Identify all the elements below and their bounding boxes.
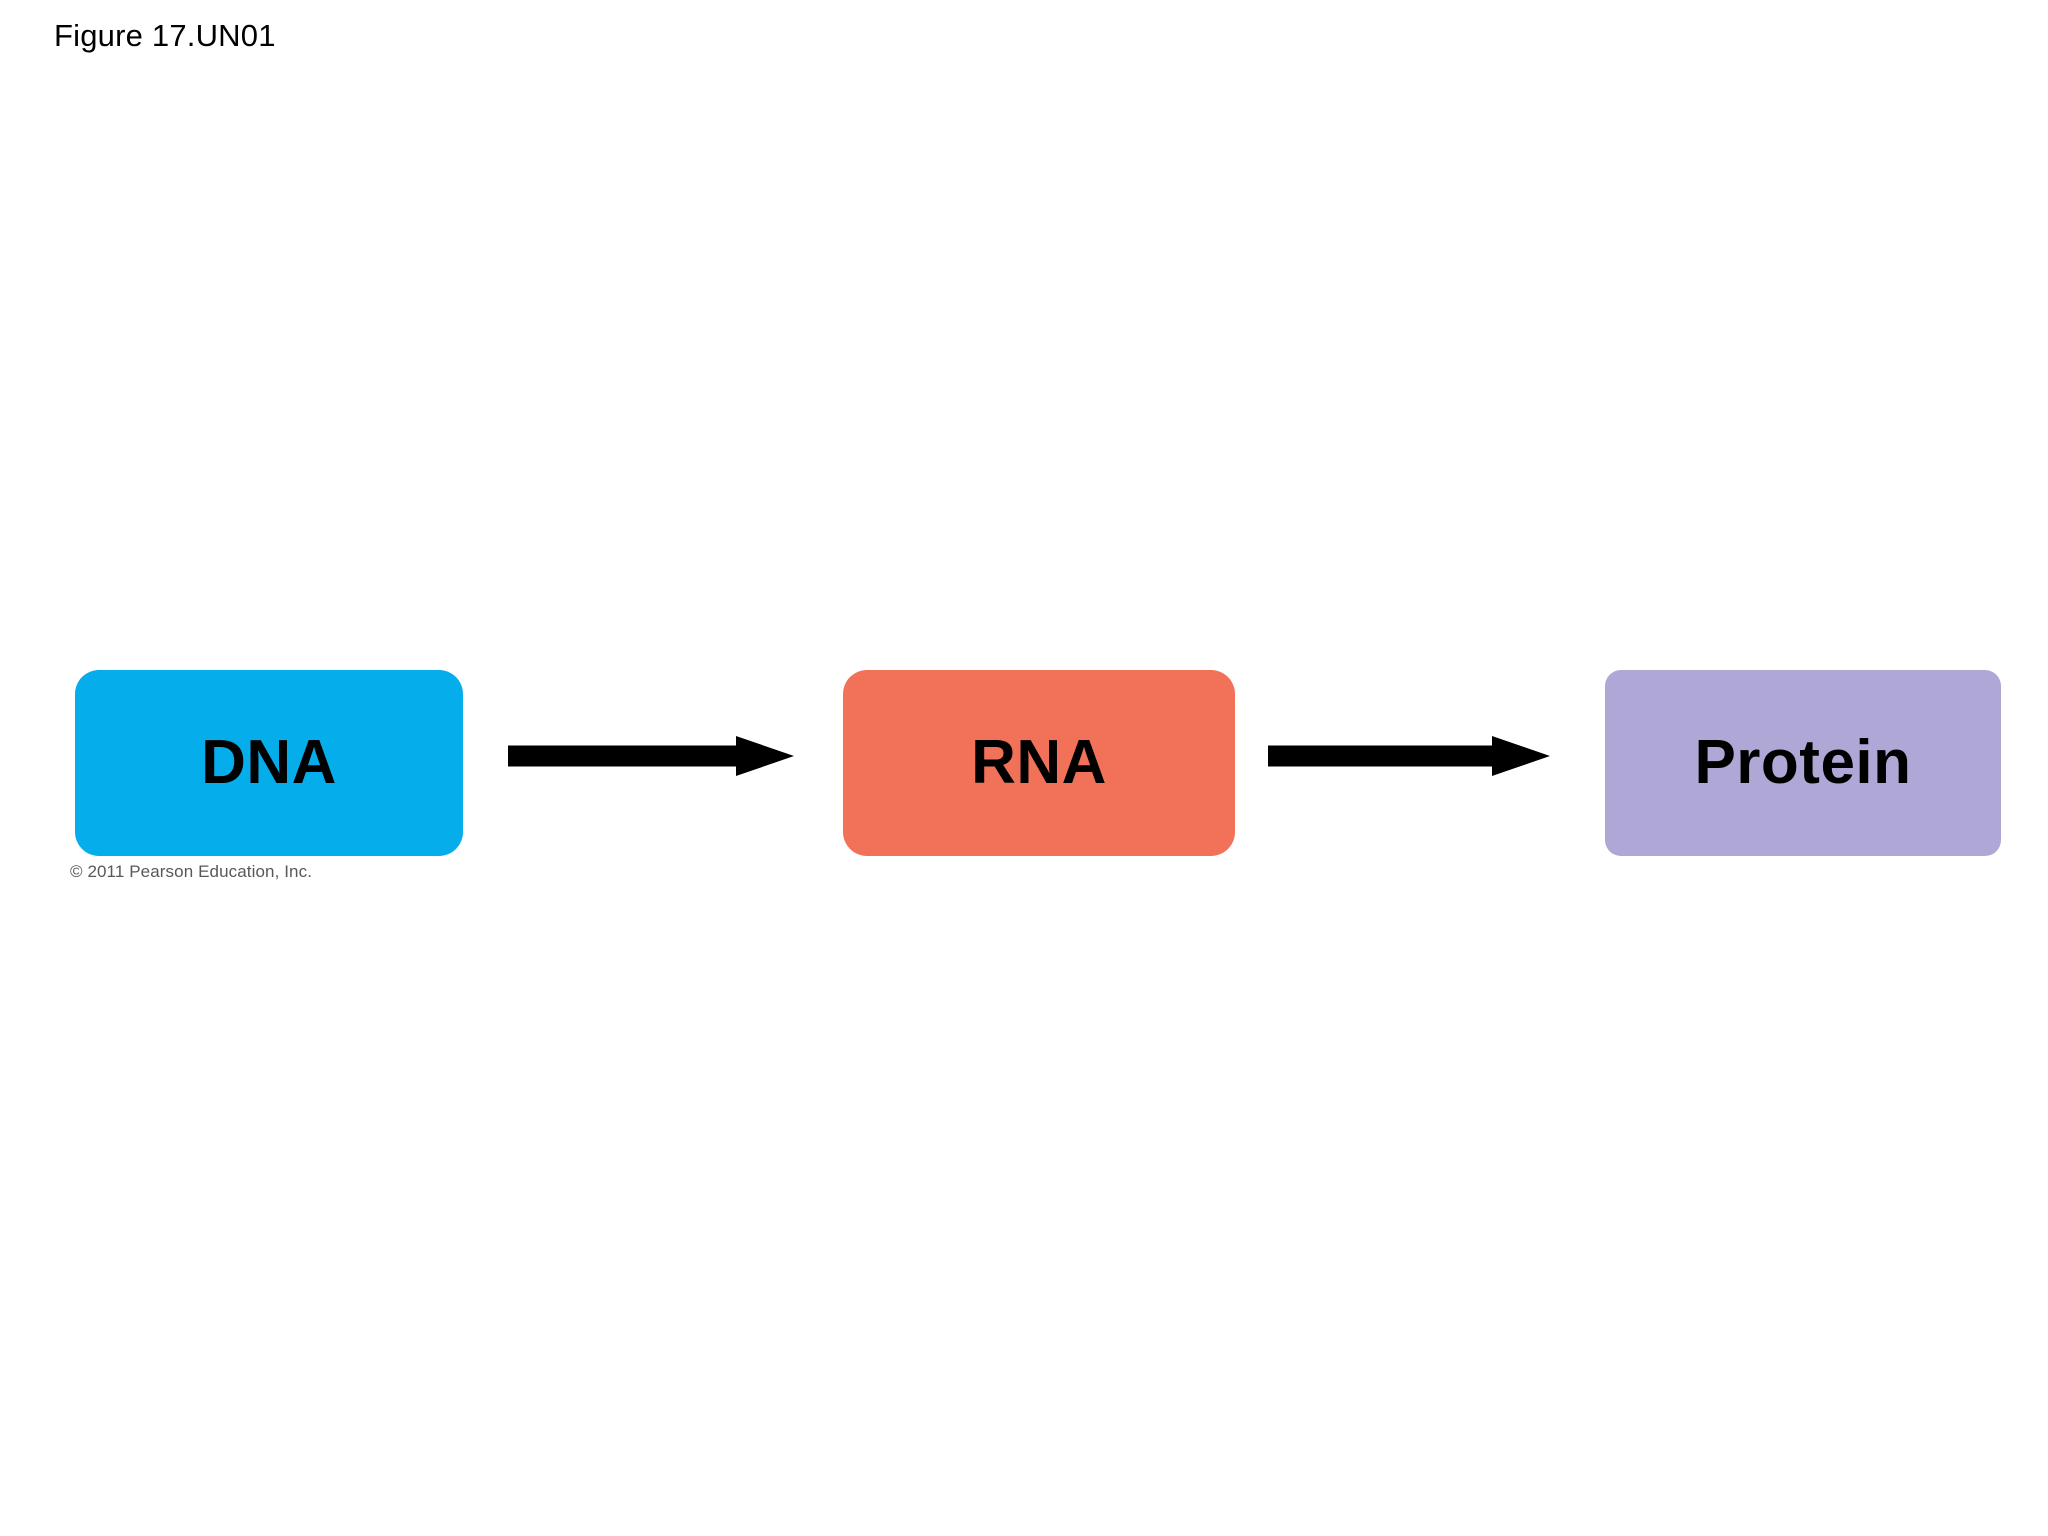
flow-node-protein[interactable]: Protein xyxy=(1605,670,2001,856)
flow-node-rna-label: RNA xyxy=(971,728,1107,797)
flow-node-dna[interactable]: DNA xyxy=(75,670,463,856)
flow-node-protein-label: Protein xyxy=(1694,728,1912,797)
arrow-right-icon-rna-to-protein xyxy=(1268,736,1550,776)
arrow-right-icon xyxy=(1268,736,1550,776)
figure-number-label: Figure 17.UN01 xyxy=(54,18,276,53)
copyright-notice: © 2011 Pearson Education, Inc. xyxy=(70,862,313,881)
flow-node-rna[interactable]: RNA xyxy=(843,670,1235,856)
flow-node-dna-label: DNA xyxy=(201,728,337,797)
arrow-right-icon-dna-to-rna xyxy=(508,736,794,776)
arrow-right-icon xyxy=(508,736,794,776)
